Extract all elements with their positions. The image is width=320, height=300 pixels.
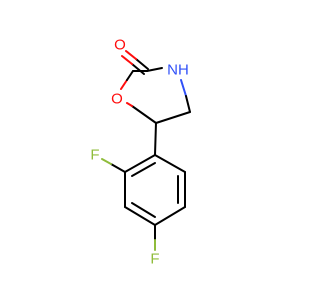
ring-nitrogen-label: NH <box>167 62 189 79</box>
bond-c4-c5 <box>155 111 191 124</box>
ring-oxygen-label: O <box>111 91 123 108</box>
bond-c2-n3 <box>146 67 163 72</box>
bond-ar-inner-b <box>131 202 156 218</box>
carbonyl-oxygen-label: O <box>114 37 126 54</box>
bond-c2-o-double-1 <box>135 58 149 70</box>
bond-c2-o-double-2-red <box>121 55 133 65</box>
bond-n3-c4 <box>180 79 187 97</box>
bond-ar-6-1 <box>154 154 186 173</box>
bond-ar-4-5 <box>154 206 186 226</box>
bond-o1-c2-black <box>126 70 134 81</box>
bond-c5-c1prime <box>154 122 157 156</box>
bond-ar-1-2 <box>124 154 156 173</box>
molecule-structure: O O NH F F <box>90 37 191 268</box>
bond-c5-o1 <box>131 105 157 124</box>
bond-n3-c4-black <box>185 95 191 113</box>
bond-c2-o-double-2 <box>131 63 145 75</box>
bond-c2-o-double-1-red <box>125 50 137 60</box>
bond-c2prime-f <box>110 163 126 173</box>
bond-ar-3-4 <box>124 206 156 226</box>
bond-ar-inner-a <box>131 162 156 177</box>
fluorine-ortho-label: F <box>90 147 99 164</box>
fluorine-para-label: F <box>150 251 159 268</box>
bond-c5-o1-red <box>126 102 133 107</box>
bond-c2prime-f-green <box>101 158 112 165</box>
bond-o1-c2 <box>120 79 128 90</box>
